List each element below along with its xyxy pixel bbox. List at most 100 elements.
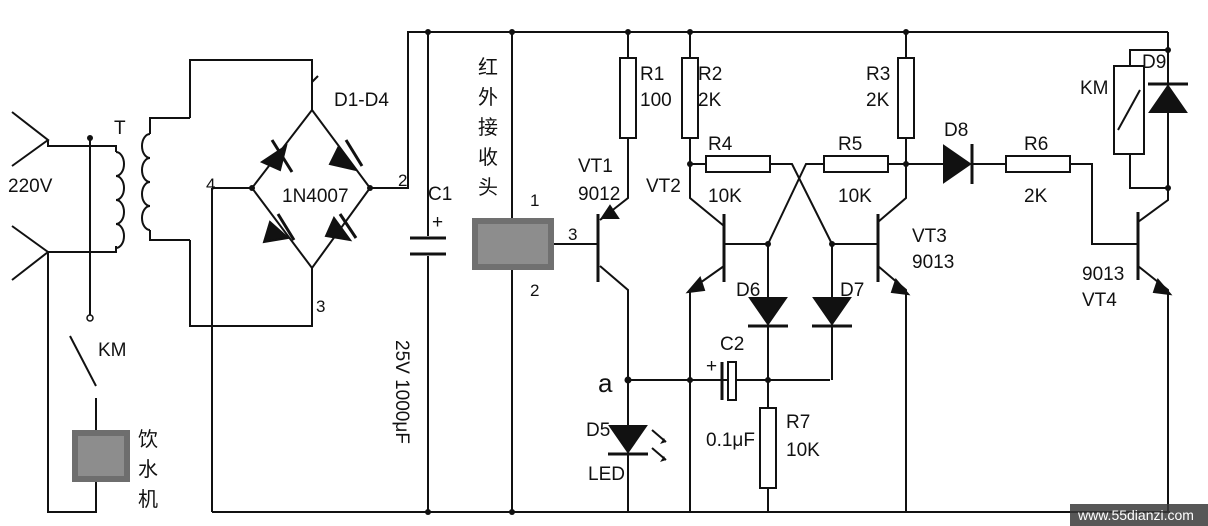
vt2-ref: VT2 bbox=[646, 176, 681, 197]
transformer-t: T bbox=[114, 117, 190, 249]
load-char-3: 机 bbox=[138, 487, 158, 511]
positive-rail bbox=[370, 31, 1168, 189]
ir-char-1: 红 bbox=[478, 55, 498, 79]
wire-mains-bottom bbox=[48, 246, 117, 253]
ir-pin-2: 2 bbox=[530, 281, 539, 300]
r7-ref: R7 bbox=[786, 412, 810, 433]
vt3-part: 9013 bbox=[912, 252, 954, 273]
load-branch: KM 饮 水 机 bbox=[47, 135, 158, 513]
switch-label: KM bbox=[98, 340, 127, 361]
node-label-4: 4 bbox=[206, 175, 215, 194]
r7-value: 10K bbox=[786, 440, 820, 461]
led-d5 bbox=[608, 425, 648, 454]
load-char-1: 饮 bbox=[138, 427, 158, 451]
flip-flop: R2 2K R4 10K R3 2K R5 10K VT2 bbox=[646, 29, 954, 512]
r6-ref: R6 bbox=[1024, 134, 1048, 155]
ir-char-3: 接 bbox=[478, 115, 498, 139]
wire-load-return bbox=[47, 252, 97, 513]
wire-sec-bot bbox=[149, 230, 190, 241]
bridge-part: 1N4007 bbox=[282, 186, 349, 207]
r5-value: 10K bbox=[838, 186, 872, 207]
transistor-vt1: R1 100 VT1 9012 bbox=[578, 29, 672, 380]
bridge-ref: D1-D4 bbox=[334, 90, 389, 111]
wire-mains-top bbox=[47, 140, 117, 152]
diode-d8 bbox=[943, 144, 972, 184]
r1-value: 100 bbox=[640, 90, 672, 111]
ir-pin-1: 1 bbox=[530, 191, 539, 210]
transformer-label: T bbox=[114, 118, 126, 139]
diode-d4 bbox=[324, 216, 353, 242]
r5-ref: R5 bbox=[838, 134, 862, 155]
c1-value: 25V 1000μF bbox=[391, 340, 412, 444]
node-label-3: 3 bbox=[316, 297, 325, 316]
c1-ref: C1 bbox=[428, 184, 452, 205]
resistor-r2 bbox=[681, 57, 699, 139]
c2-value: 0.1μF bbox=[706, 430, 755, 451]
ir-char-5: 头 bbox=[478, 175, 498, 199]
d5-ref: D5 bbox=[586, 420, 610, 441]
vt2-emitter-arrow bbox=[685, 276, 706, 294]
watermark-text: www.55dianzi.com bbox=[1077, 507, 1194, 523]
vt4-ref: VT4 bbox=[1082, 290, 1117, 311]
r2-value: 2K bbox=[698, 90, 722, 111]
diode-d9 bbox=[1148, 84, 1188, 113]
d8-ref: D8 bbox=[944, 120, 968, 141]
r2-ref: R2 bbox=[698, 64, 722, 85]
ir-pin-3: 3 bbox=[568, 225, 577, 244]
ir-char-4: 收 bbox=[478, 145, 498, 169]
c2-polarity: + bbox=[706, 356, 717, 377]
watermark: www.55dianzi.com bbox=[1070, 504, 1208, 526]
bridge-rectifier: D1-D4 1N4007 4 2 3 bbox=[189, 59, 407, 512]
resistor-r5 bbox=[823, 155, 889, 173]
resistor-r3 bbox=[897, 57, 915, 139]
transformer-primary bbox=[115, 151, 125, 249]
diode-d3 bbox=[262, 220, 291, 244]
vt1-part: 9012 bbox=[578, 184, 620, 205]
switch-contact bbox=[86, 314, 94, 322]
ir-receiver: 红 外 接 收 头 1 2 3 bbox=[472, 29, 598, 515]
wire-sec-top bbox=[149, 117, 190, 134]
output-stage: D8 R6 2K 9013 VT4 KM D9 bbox=[906, 32, 1188, 512]
wire-r4-cross bbox=[770, 163, 833, 245]
vt4-part: 9013 bbox=[1082, 264, 1124, 285]
d6-ref: D6 bbox=[736, 280, 760, 301]
diode-d2 bbox=[328, 146, 359, 172]
wire-r5-cross bbox=[767, 163, 824, 245]
vt3-emitter-arrow bbox=[890, 278, 911, 296]
c2-ref: C2 bbox=[720, 334, 744, 355]
d9-ref: D9 bbox=[1142, 52, 1166, 73]
led-branch: a D5 LED bbox=[586, 368, 830, 512]
r4-ref: R4 bbox=[708, 134, 733, 155]
resistor-r7 bbox=[759, 407, 777, 489]
capacitor-c2-plate2 bbox=[727, 361, 737, 401]
mains-input: 220V bbox=[8, 111, 117, 281]
load-char-2: 水 bbox=[138, 457, 158, 481]
r3-ref: R3 bbox=[866, 64, 890, 85]
diode-d7 bbox=[812, 297, 852, 326]
vt1-ref: VT1 bbox=[578, 156, 613, 177]
vt4-emitter-arrow bbox=[1152, 278, 1173, 296]
d5-type: LED bbox=[588, 464, 625, 485]
relay-switch-km bbox=[69, 335, 97, 387]
vt3-ref: VT3 bbox=[912, 226, 947, 247]
r3-value: 2K bbox=[866, 90, 890, 111]
diode-d6 bbox=[748, 297, 788, 326]
relay-ref: KM bbox=[1080, 78, 1109, 99]
capacitor-c1: C1 + 25V 1000μF bbox=[391, 29, 452, 515]
node-label-2: 2 bbox=[398, 171, 407, 190]
r1-ref: R1 bbox=[640, 64, 664, 85]
transformer-secondary bbox=[141, 133, 151, 231]
resistor-r4 bbox=[705, 155, 771, 173]
mains-voltage-label: 220V bbox=[8, 176, 53, 197]
mains-terminal-top bbox=[11, 111, 50, 167]
c1-polarity: + bbox=[432, 212, 443, 233]
r4-value: 10K bbox=[708, 186, 742, 207]
r6-value: 2K bbox=[1024, 186, 1048, 207]
node-a-label: a bbox=[598, 368, 613, 398]
ir-char-2: 外 bbox=[478, 85, 498, 109]
wire-bridge-bottom bbox=[189, 240, 313, 327]
d7-ref: D7 bbox=[840, 280, 864, 301]
resistor-r1 bbox=[619, 57, 637, 139]
